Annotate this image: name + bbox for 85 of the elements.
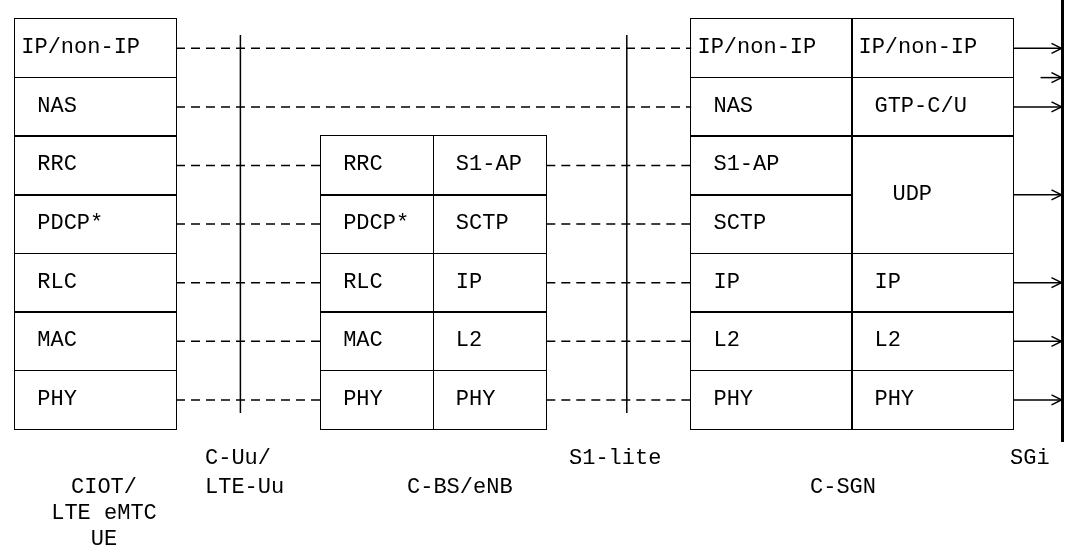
protocol-layer-box (851, 76, 1014, 137)
arrow (1012, 276, 1063, 289)
connector-line (175, 164, 322, 167)
arrow (1012, 394, 1063, 406)
protocol-layer-box (14, 311, 177, 372)
protocol-layer-box (14, 194, 177, 255)
arrow (1012, 335, 1063, 348)
layer-name: IP/non-IP (21, 37, 141, 60)
arrow (1012, 101, 1063, 113)
protocol-layer-box (690, 135, 853, 196)
arrow (1039, 71, 1063, 84)
layer-name: PHY (37, 388, 77, 411)
protocol-layer-box (690, 311, 853, 372)
protocol-layer-box (14, 18, 177, 79)
protocol-layer-box (690, 194, 853, 255)
connector-line (175, 340, 322, 343)
protocol-layer-box (14, 252, 177, 313)
connector-line (545, 281, 692, 284)
protocol-layer-box (851, 18, 1014, 79)
layer-name: PHY (874, 388, 915, 411)
layer-name: PHY (343, 388, 383, 411)
layer-name: IP/non-IP (697, 37, 817, 60)
protocol-layer-box (14, 369, 177, 430)
layer-name: S1-AP (455, 154, 522, 177)
protocol-layer-box (851, 311, 1014, 372)
protocol-layer-box (320, 369, 435, 430)
protocol-layer-box (432, 252, 548, 313)
layer-name: RLC (343, 271, 383, 294)
arrow (1012, 189, 1063, 201)
node-name: CIOT/ LTE eMTC UE (50, 474, 158, 553)
layer-name: RRC (343, 154, 383, 177)
protocol-layer-box (851, 135, 1014, 255)
node-name: C-SGN (810, 474, 877, 503)
connector-line (175, 106, 692, 108)
connector-line (175, 223, 322, 225)
layer-name: IP (874, 271, 901, 294)
layer-name: S1-AP (713, 154, 780, 177)
layer-name: PHY (713, 388, 754, 411)
layer-name: IP (713, 271, 740, 294)
interface-name: C-Uu/ LTE-Uu (205, 444, 286, 503)
layer-name: IP/non-IP (858, 37, 978, 60)
layer-name: MAC (343, 330, 383, 353)
layer-name: NAS (37, 95, 77, 118)
connector-line (175, 281, 322, 284)
protocol-layer-box (320, 311, 435, 372)
layer-name: L2 (455, 330, 483, 353)
connector-line (545, 164, 692, 167)
protocol-layer-box (851, 369, 1014, 430)
layer-name: PDCP* (37, 213, 104, 236)
connector-line (175, 399, 322, 401)
layer-name: PDCP* (343, 213, 410, 236)
arrow (1012, 42, 1063, 55)
layer-name: PHY (455, 388, 496, 411)
layer-name: SCTP (713, 213, 767, 236)
connector-line (545, 399, 692, 401)
protocol-layer-box (14, 76, 177, 137)
layer-name: UDP (892, 183, 933, 206)
layer-name: RLC (37, 271, 77, 294)
protocol-layer-box (690, 18, 853, 79)
protocol-layer-box (690, 252, 853, 313)
protocol-layer-box (432, 369, 548, 430)
interface-name: S1-lite (569, 444, 663, 473)
layer-name: L2 (874, 330, 901, 353)
layer-name: SCTP (455, 213, 509, 236)
connector-line (545, 340, 692, 343)
layer-name: NAS (713, 95, 754, 118)
layer-name: L2 (713, 330, 740, 353)
layer-name: IP (455, 271, 483, 294)
connector-line (175, 47, 692, 50)
protocol-layer-box (14, 135, 177, 196)
protocol-layer-box (690, 369, 853, 430)
protocol-layer-box (432, 194, 548, 255)
layer-name: MAC (37, 330, 77, 353)
protocol-layer-box (432, 311, 548, 372)
protocol-layer-box (320, 135, 435, 196)
layer-name: GTP-C/U (874, 95, 967, 118)
node-name: C-BS/eNB (407, 474, 514, 503)
layer-name: RRC (37, 154, 77, 177)
protocol-layer-box (851, 252, 1014, 313)
protocol-layer-box (432, 135, 548, 196)
connector-line (545, 223, 692, 225)
interface-name: SGi (1010, 444, 1051, 473)
protocol-layer-box (320, 252, 435, 313)
protocol-layer-box (690, 76, 853, 137)
protocol-layer-box (320, 194, 435, 255)
